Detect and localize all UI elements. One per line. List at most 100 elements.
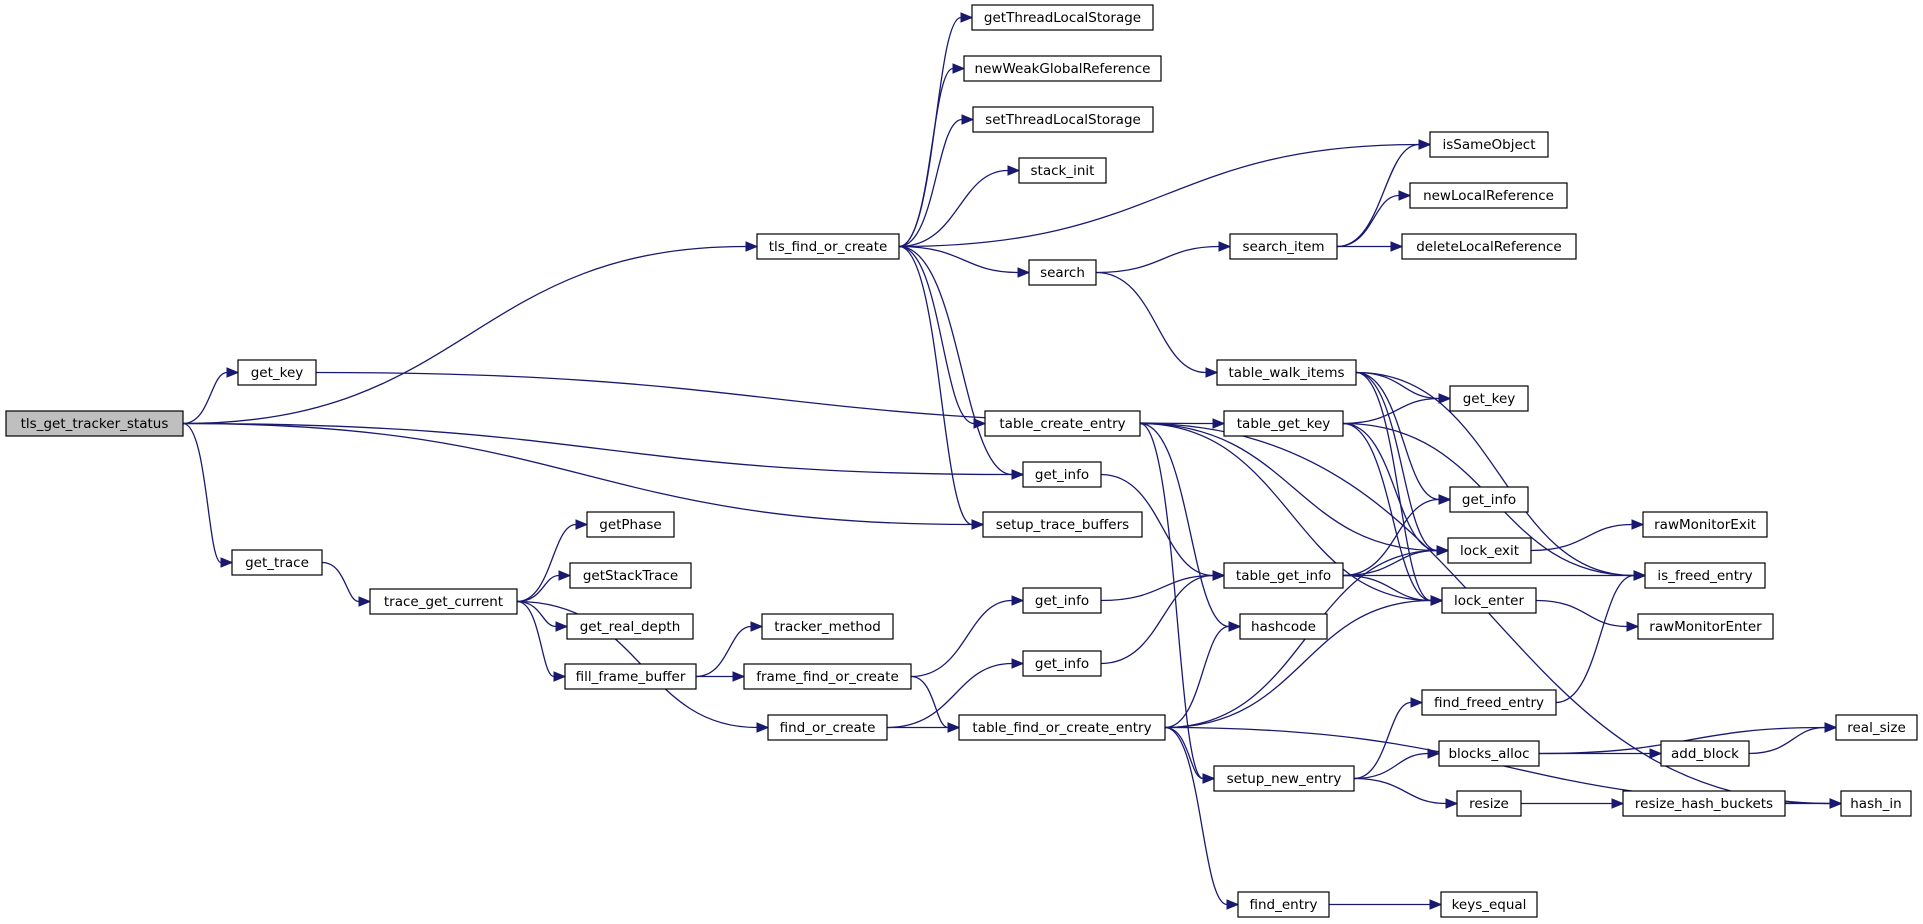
node-resize_hash_buckets[interactable]: resize_hash_buckets [1622, 790, 1786, 817]
node-box[interactable] [1421, 689, 1557, 716]
node-box[interactable] [1237, 891, 1330, 918]
node-getPhase[interactable]: getPhase [586, 511, 675, 538]
node-setThreadLocalStorage[interactable]: setThreadLocalStorage [972, 106, 1154, 133]
node-newWeakGlobalReference[interactable]: newWeakGlobalReference [963, 55, 1162, 82]
node-find_or_create[interactable]: find_or_create [767, 714, 888, 741]
node-setup_new_entry[interactable]: setup_new_entry [1213, 765, 1355, 792]
node-box[interactable] [1449, 385, 1529, 412]
node-box[interactable] [1022, 461, 1102, 488]
node-box[interactable] [566, 613, 694, 640]
node-box[interactable] [756, 233, 900, 260]
node-box[interactable] [1022, 587, 1102, 614]
node-stack_init[interactable]: stack_init [1018, 157, 1107, 184]
node-box[interactable] [1438, 740, 1540, 767]
node-newLocalReference[interactable]: newLocalReference [1409, 182, 1568, 209]
node-box[interactable] [1018, 157, 1107, 184]
node-box[interactable] [1642, 511, 1768, 538]
node-box[interactable] [1449, 486, 1529, 513]
node-hashcode[interactable]: hashcode [1239, 613, 1328, 640]
node-box[interactable] [1637, 613, 1774, 640]
node-search_item[interactable]: search_item [1229, 233, 1338, 260]
node-frame_find_or_create[interactable]: frame_find_or_create [743, 663, 912, 690]
node-get_real_depth[interactable]: get_real_depth [566, 613, 694, 640]
node-get_trace[interactable]: get_trace [231, 549, 323, 576]
node-box[interactable] [1447, 537, 1532, 564]
node-get_info_1[interactable]: get_info [1022, 461, 1102, 488]
node-hash_in[interactable]: hash_in [1840, 790, 1912, 817]
node-rawMonitorExit[interactable]: rawMonitorExit [1642, 511, 1768, 538]
node-box[interactable] [1216, 359, 1357, 386]
node-box[interactable] [231, 549, 323, 576]
node-box[interactable] [1022, 650, 1102, 677]
node-box[interactable] [1440, 891, 1538, 918]
node-box[interactable] [564, 663, 697, 690]
node-find_freed_entry[interactable]: find_freed_entry [1421, 689, 1557, 716]
node-resize[interactable]: resize [1456, 790, 1522, 817]
node-add_block[interactable]: add_block [1660, 740, 1750, 767]
node-get_info_3[interactable]: get_info [1022, 587, 1102, 614]
node-get_key_2[interactable]: get_key [1449, 385, 1529, 412]
node-box[interactable] [743, 663, 912, 690]
node-rawMonitorEnter[interactable]: rawMonitorEnter [1637, 613, 1774, 640]
node-box[interactable] [767, 714, 888, 741]
node-box[interactable] [1429, 131, 1549, 158]
node-get_info_4[interactable]: get_info [1022, 650, 1102, 677]
edge-line [1555, 574, 1635, 704]
node-box[interactable] [972, 106, 1154, 133]
node-keys_equal[interactable]: keys_equal [1440, 891, 1538, 918]
node-box[interactable] [1223, 410, 1344, 437]
node-box[interactable] [1622, 790, 1786, 817]
node-box[interactable] [1401, 233, 1577, 260]
node-getThreadLocalStorage[interactable]: getThreadLocalStorage [971, 4, 1154, 31]
node-is_freed_entry[interactable]: is_freed_entry [1644, 562, 1766, 589]
node-trace_get_current[interactable]: trace_get_current [369, 588, 518, 615]
arrowhead-icon [1007, 165, 1021, 176]
node-get_info_2[interactable]: get_info [1449, 486, 1529, 513]
node-box[interactable] [984, 410, 1141, 437]
node-box[interactable] [1213, 765, 1355, 792]
node-box[interactable] [971, 4, 1154, 31]
node-box[interactable] [1660, 740, 1750, 767]
node-box[interactable] [1644, 562, 1766, 589]
node-box[interactable] [1441, 587, 1537, 614]
node-box[interactable] [1409, 182, 1568, 209]
node-box[interactable] [369, 588, 518, 615]
node-box[interactable] [1028, 259, 1097, 286]
node-box[interactable] [1835, 714, 1918, 741]
node-tracker_method[interactable]: tracker_method [761, 613, 894, 640]
node-table_get_info[interactable]: table_get_info [1223, 562, 1344, 589]
node-box[interactable] [963, 55, 1162, 82]
node-get_key_1[interactable]: get_key [237, 359, 317, 386]
node-search[interactable]: search [1028, 259, 1097, 286]
node-box[interactable] [1229, 233, 1338, 260]
node-find_entry[interactable]: find_entry [1237, 891, 1330, 918]
node-fill_frame_buffer[interactable]: fill_frame_buffer [564, 663, 697, 690]
node-box[interactable] [982, 511, 1143, 538]
node-table_get_key[interactable]: table_get_key [1223, 410, 1344, 437]
node-blocks_alloc[interactable]: blocks_alloc [1438, 740, 1540, 767]
node-box[interactable] [1456, 790, 1522, 817]
node-isSameObject[interactable]: isSameObject [1429, 131, 1549, 158]
node-table_find_or_create_entry[interactable]: table_find_or_create_entry [958, 714, 1166, 741]
node-getStackTrace[interactable]: getStackTrace [569, 562, 692, 589]
node-box[interactable] [958, 714, 1166, 741]
node-deleteLocalReference[interactable]: deleteLocalReference [1401, 233, 1577, 260]
node-real_size[interactable]: real_size [1835, 714, 1918, 741]
node-box[interactable] [569, 562, 692, 589]
node-box[interactable] [5, 410, 184, 437]
node-box[interactable] [1840, 790, 1912, 817]
node-table_create_entry[interactable]: table_create_entry [984, 410, 1141, 437]
arrowhead-icon [745, 241, 759, 252]
node-lock_exit[interactable]: lock_exit [1447, 537, 1532, 564]
node-box[interactable] [761, 613, 894, 640]
node-box[interactable] [586, 511, 675, 538]
node-lock_enter[interactable]: lock_enter [1441, 587, 1537, 614]
node-box[interactable] [1223, 562, 1344, 589]
node-box[interactable] [1239, 613, 1328, 640]
node-tls_get_tracker_status[interactable]: tls_get_tracker_status [5, 410, 184, 437]
node-box[interactable] [237, 359, 317, 386]
node-table_walk_items[interactable]: table_walk_items [1216, 359, 1357, 386]
node-setup_trace_buffers[interactable]: setup_trace_buffers [982, 511, 1143, 538]
node-tls_find_or_create[interactable]: tls_find_or_create [756, 233, 900, 260]
edge-search-to-table_walk_items [1095, 271, 1219, 378]
